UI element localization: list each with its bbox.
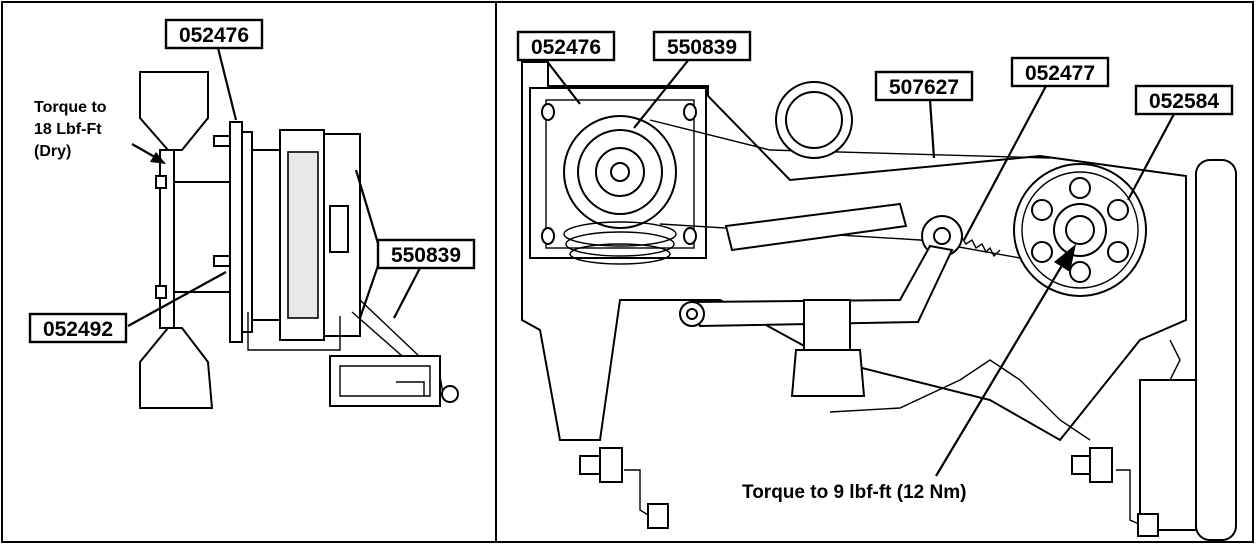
clutch-center xyxy=(610,162,630,182)
pulley-hole-4 xyxy=(1069,261,1091,283)
lower-nut-right xyxy=(1137,513,1159,537)
svg-text:052476: 052476 xyxy=(179,24,249,47)
right-assembly-view xyxy=(521,61,1237,541)
clutch-coil-window xyxy=(329,205,349,253)
bolt-top xyxy=(213,135,231,147)
connector xyxy=(441,385,459,403)
callout-right-052476: 052476 xyxy=(516,30,616,62)
air-spring xyxy=(790,349,866,397)
lower-box-inner xyxy=(339,365,431,397)
hub-bolt xyxy=(155,175,167,189)
clutch-pulley-2 xyxy=(565,231,675,257)
mount-hole-1 xyxy=(541,103,555,121)
svg-text:052477: 052477 xyxy=(1025,62,1095,85)
leader-right-052584 xyxy=(1127,113,1175,201)
cable xyxy=(829,359,1091,441)
pulley-hub-inner xyxy=(1065,215,1095,245)
leader-right-507627 xyxy=(928,99,936,159)
bolt-lower-right-nut xyxy=(1089,447,1113,483)
clutch-pulley-1 xyxy=(563,221,677,247)
pulley-hole-3 xyxy=(1107,241,1129,263)
pulley-large-rim xyxy=(1021,171,1139,289)
lower-arm xyxy=(690,244,954,328)
callout-right-052477: 052477 xyxy=(1010,56,1110,88)
callout-left-052492: 052492 xyxy=(28,312,128,344)
bolt-bottom xyxy=(213,255,231,267)
torque-note-right: Torque to 9 lbf-ft (12 Nm) xyxy=(742,482,966,503)
svg-text:052584: 052584 xyxy=(1149,90,1219,113)
svg-text:550839: 550839 xyxy=(667,36,737,59)
leader-left-052492 xyxy=(127,271,227,327)
lower-nut-left xyxy=(647,503,669,529)
belt-upper xyxy=(649,119,1051,159)
leader-left-550839-b xyxy=(358,259,382,319)
pulley-hole-1 xyxy=(1069,177,1091,199)
clutch-body xyxy=(251,149,281,321)
clutch-field xyxy=(287,151,319,319)
pulley-hole-5 xyxy=(1031,241,1053,263)
leader-left-550839-a xyxy=(354,169,382,251)
bolt-lower-left-nut xyxy=(599,447,623,483)
callout-left-550839: 550839 xyxy=(376,238,476,270)
callout-left-052476: 052476 xyxy=(164,18,264,50)
tension-arm xyxy=(724,202,908,252)
hub-spacer xyxy=(173,181,231,293)
left-bracket xyxy=(247,312,341,351)
spring xyxy=(961,237,1001,258)
torque-note-left-3: (Dry) xyxy=(34,143,71,160)
svg-text:052492: 052492 xyxy=(43,318,113,341)
right-disc xyxy=(1195,159,1237,541)
mount-plate xyxy=(229,121,243,343)
mount-hole-3 xyxy=(541,227,555,245)
lower-arm-end-inner xyxy=(686,308,698,320)
lower-box xyxy=(329,355,441,407)
leader-right-052477 xyxy=(963,85,1047,241)
right-disc-lower xyxy=(1139,379,1197,531)
svg-text:507627: 507627 xyxy=(889,76,959,99)
svg-text:550839: 550839 xyxy=(391,244,461,267)
leader-left-550839-c xyxy=(393,267,421,319)
callout-right-052584: 052584 xyxy=(1134,84,1234,116)
left-side-view xyxy=(139,71,459,409)
arm-pivot-inner xyxy=(933,227,951,245)
leader-right-550839 xyxy=(633,57,691,129)
idler-top-inner xyxy=(785,91,843,149)
hub-bolt-2 xyxy=(155,285,167,299)
callout-right-507627: 507627 xyxy=(874,70,974,102)
torque-note-left-2: 18 Lbf-Ft xyxy=(34,121,102,138)
leader-left-torque-arrow xyxy=(150,152,166,164)
clutch-pulley-3 xyxy=(569,243,671,265)
fan-blade-bottom xyxy=(139,327,214,409)
air-spring-mount xyxy=(803,299,851,351)
fan-blade-top xyxy=(139,71,209,151)
leader-right-052476 xyxy=(545,59,581,105)
leader-right-torque-arrow xyxy=(1054,244,1076,272)
mount-hole-2 xyxy=(683,103,697,121)
callout-right-550839: 550839 xyxy=(652,30,752,62)
svg-text:052476: 052476 xyxy=(531,36,601,59)
clutch-mount-frame xyxy=(545,99,695,249)
pulley-hole-2 xyxy=(1107,199,1129,221)
leader-left-052476 xyxy=(216,47,238,121)
mount-hole-4 xyxy=(683,227,697,245)
leader-right-torque xyxy=(935,261,1065,477)
torque-note-left-1: Torque to xyxy=(34,99,107,116)
mount-plate-inner xyxy=(241,131,253,333)
lower-box-notch xyxy=(396,381,425,396)
pulley-hole-6 xyxy=(1031,199,1053,221)
